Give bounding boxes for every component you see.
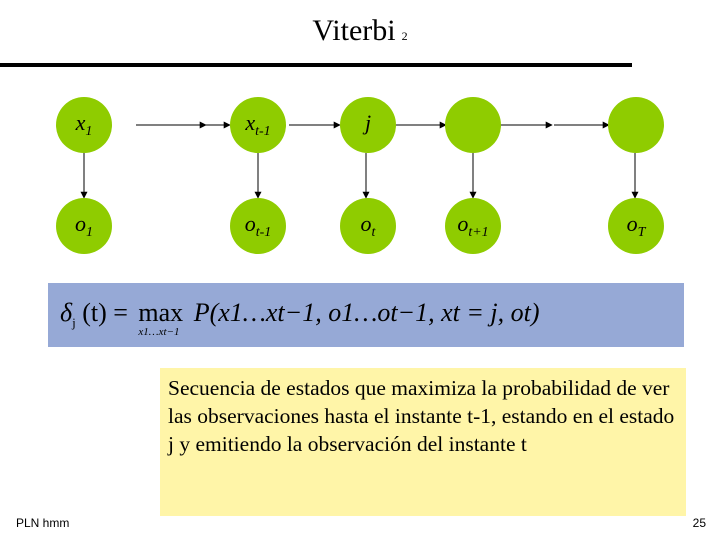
observation-node-ot: ot: [340, 198, 396, 254]
state-node-j: j: [340, 97, 396, 153]
slide-title-number: 2: [401, 29, 408, 43]
formula-body: P(x1…xt−1, o1…ot−1, xt = j, ot): [193, 298, 540, 328]
observation-node-o1: o1: [56, 198, 112, 254]
observation-node-ot-1: ot-1: [230, 198, 286, 254]
observation-node-oT: oT: [608, 198, 664, 254]
formula-delta-sub: j: [72, 315, 76, 331]
state-node-xt-1: xt-1: [230, 97, 286, 153]
formula-max: max: [138, 298, 184, 328]
page-number: 25: [692, 516, 706, 530]
formula-delta: δ: [60, 298, 73, 328]
state-node-x1: x1: [56, 97, 112, 153]
explanation-note: Secuencia de estados que maximiza la pro…: [160, 368, 686, 516]
state-node-t1: [445, 97, 501, 153]
formula-arg: (t) =: [82, 298, 128, 328]
formula-max-under: x1…xt−1: [138, 326, 180, 339]
observation-node-ot+1: ot+1: [445, 198, 501, 254]
footer-label: PLN hmm: [16, 516, 70, 530]
title-rule: [0, 63, 632, 67]
state-node-T: [608, 97, 664, 153]
